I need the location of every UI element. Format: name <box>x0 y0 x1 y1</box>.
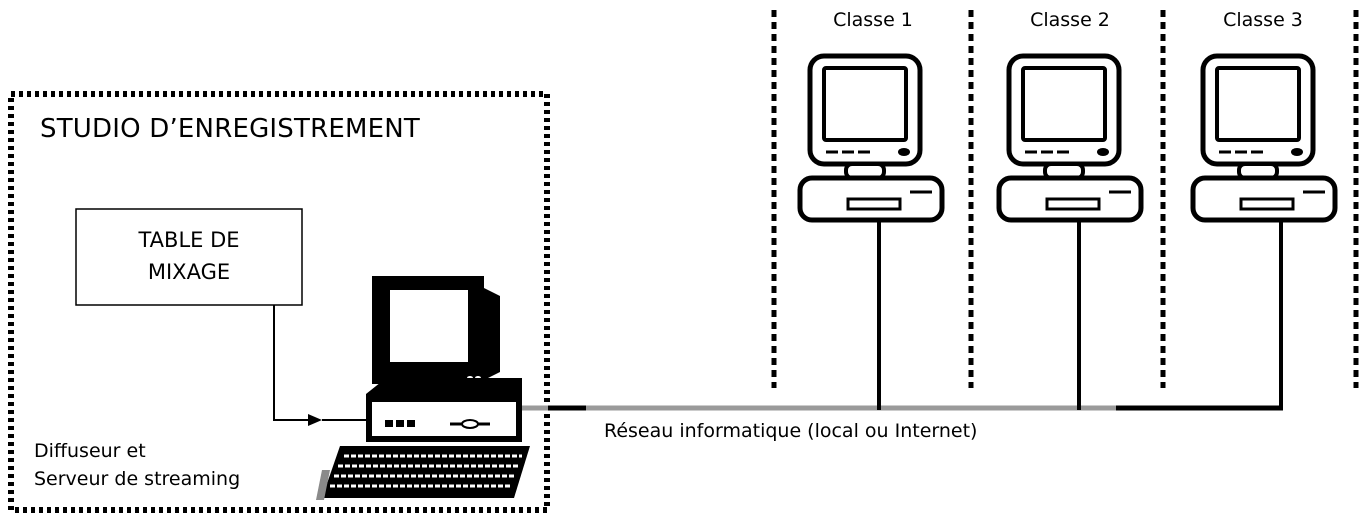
mixing-table-label-line1: TABLE DE <box>138 228 240 252</box>
class-3-label: Classe 3 <box>1223 9 1303 31</box>
client-computer-1-icon <box>800 56 942 220</box>
server-label-line2: Serveur de streaming <box>34 468 241 490</box>
client-computer-2-icon <box>999 56 1141 220</box>
mixing-table-box <box>75 208 303 306</box>
studio-boundary <box>8 91 550 513</box>
class-1-label: Classe 1 <box>833 9 913 31</box>
server-label-line1: Diffuseur et <box>34 440 146 462</box>
server-label: Diffuseur et Serveur de streaming <box>34 437 240 493</box>
network-label: Réseau informatique (local ou Internet) <box>604 420 978 442</box>
connector-arrow-icon <box>308 414 322 426</box>
mixing-table-label-line2: MIXAGE <box>147 260 231 284</box>
studio-title: STUDIO D’ENREGISTREMENT <box>40 114 420 144</box>
mixer-to-server-connector <box>273 305 312 421</box>
server-computer-icon <box>316 276 530 500</box>
class-2-label: Classe 2 <box>1030 9 1110 31</box>
client-computer-3-icon <box>1193 56 1335 220</box>
mixing-table-label: TABLE DE MIXAGE <box>76 224 302 288</box>
